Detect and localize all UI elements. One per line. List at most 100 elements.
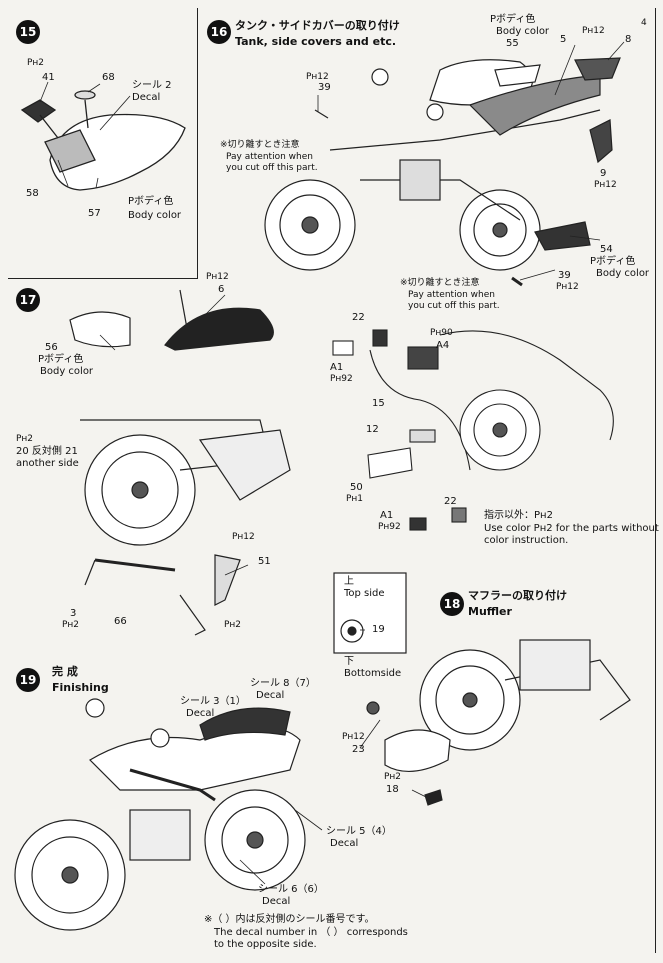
s16-ph12-c: Pн12 <box>594 180 617 190</box>
wiring-note-en1: Use color Pн2 for the parts without <box>484 523 659 534</box>
step-19-badge: 19 <box>16 668 40 692</box>
s16-note-en-b1: Pay attention when <box>408 290 495 300</box>
s18-ph12: Pн12 <box>342 732 365 742</box>
s17-body-jp: Pボディ色 <box>38 354 84 365</box>
s18-ph2: Pн2 <box>384 772 402 782</box>
s19-d5-jp: シール 5（4） <box>326 826 392 837</box>
s17-another-side: another side <box>16 458 79 469</box>
wiring-part-50: 50 <box>350 482 363 493</box>
s19-d8-jp: シール 8（7） <box>250 678 316 689</box>
s16-part-39b: 39 <box>558 270 571 281</box>
wiring-a1a: A1 <box>330 362 344 373</box>
s19-d5-en: Decal <box>330 838 359 849</box>
s16-body-jp-b: Pボディ色 <box>590 256 636 267</box>
s15-decal-jp: シール 2 <box>132 80 172 91</box>
s16-ph12-b: Pн12 <box>306 72 329 82</box>
s17-ph2-b: Pн2 <box>62 620 80 630</box>
s18-part-19: 19 <box>372 624 385 635</box>
wiring-drawing <box>332 329 614 531</box>
s15-decal-en: Decal <box>132 92 161 103</box>
s17-part-6: 6 <box>218 284 225 295</box>
wiring-ph92a: Pн92 <box>330 374 353 384</box>
wiring-part-22b: 22 <box>444 496 457 507</box>
s18-bottom-jp: 下 <box>344 656 354 667</box>
s16-note-jp-b: ※切り離すとき注意 <box>400 278 480 288</box>
s18-title-jp: マフラーの取り付け <box>468 589 567 602</box>
s15-part-41: 41 <box>42 72 55 83</box>
s19-d6-jp: シール 6（6） <box>258 884 324 895</box>
motorcycle-drawing-16 <box>264 57 621 287</box>
s19-d8-en: Decal <box>256 690 285 701</box>
s19-d6-en: Decal <box>262 896 291 907</box>
s16-part-8: 8 <box>625 34 632 45</box>
s15-body-jp: Pボディ色 <box>128 196 174 207</box>
wiring-ph90: Pн90 <box>430 328 453 338</box>
motorcycle-drawing-17 <box>69 289 291 636</box>
s17-ph12-a: Pн12 <box>206 272 229 282</box>
s16-part-39a: 39 <box>318 82 331 93</box>
page-number: 4 <box>641 18 647 28</box>
wiring-part-22a: 22 <box>352 312 365 323</box>
s16-part-54: 54 <box>600 244 613 255</box>
wiring-a1b: A1 <box>380 510 394 521</box>
s16-title-jp: タンク・サイドカバーの取り付け <box>235 19 400 32</box>
step-18-badge: 18 <box>440 592 464 616</box>
s15-part-57: 57 <box>88 208 101 219</box>
s15-part-68: 68 <box>102 72 115 83</box>
divider-horizontal-15 <box>8 278 198 279</box>
s16-body-en-b: Body color <box>596 268 650 279</box>
s17-part-56: 56 <box>45 342 58 353</box>
step-15-badge: 15 <box>16 20 40 44</box>
muffler-drawing-18 <box>333 572 631 806</box>
s19-note-jp: ※（ ）内は反対側のシール番号です。 <box>204 914 375 925</box>
s18-title-en: Muffler <box>468 605 512 618</box>
s16-note-en-a2: you cut off this part. <box>226 163 318 173</box>
wiring-note-en2: color instruction. <box>484 535 569 546</box>
s19-title-jp: 完 成 <box>52 665 78 678</box>
wiring-ph1: Pн1 <box>346 494 364 504</box>
s19-note-en1: The decal number in （ ） corresponds <box>214 927 408 938</box>
divider-vertical-top <box>197 8 198 278</box>
s16-ph12-a: Pн12 <box>582 26 605 36</box>
s17-part-51: 51 <box>258 556 271 567</box>
s19-d3-jp: シール 3（1） <box>180 696 246 707</box>
s16-note-en-a1: Pay attention when <box>226 152 313 162</box>
s16-note-en-b2: you cut off this part. <box>408 301 500 311</box>
motorcycle-drawing-19 <box>14 698 306 931</box>
wiring-a4: A4 <box>436 340 450 351</box>
s18-part-23: 23 <box>352 744 365 755</box>
step-17-badge: 17 <box>16 288 40 312</box>
s19-d3-en: Decal <box>186 708 215 719</box>
wiring-note-jp: 指示以外：Pн2 <box>484 510 553 521</box>
s19-title-en: Finishing <box>52 681 109 694</box>
s17-ph2-c: Pн2 <box>224 620 242 630</box>
s18-part-18: 18 <box>386 784 399 795</box>
s19-note-en2: to the opposite side. <box>214 939 317 950</box>
s16-part-5: 5 <box>560 34 567 45</box>
s16-part-9: 9 <box>600 168 607 179</box>
s16-note-jp-a: ※切り離すとき注意 <box>220 140 300 150</box>
wiring-part-15: 15 <box>372 398 385 409</box>
s16-title-en: Tank, side covers and etc. <box>235 35 397 48</box>
s17-ph12-b: Pн12 <box>232 532 255 542</box>
s18-bottom-en: Bottomside <box>344 668 402 679</box>
s15-body-en: Body color <box>128 210 182 221</box>
s17-part-3: 3 <box>70 608 77 619</box>
tank-drawing-15 <box>20 90 186 191</box>
step-16-badge: 16 <box>207 20 231 44</box>
s17-part-66: 66 <box>114 616 127 627</box>
s16-body-en-a: Body color <box>496 26 550 37</box>
wiring-part-12: 12 <box>366 424 379 435</box>
s15-ph2: Pн2 <box>27 58 45 68</box>
s17-part-20-21: 20 反対側 21 <box>16 446 78 457</box>
s16-ph12-d: Pн12 <box>556 282 579 292</box>
divider-vertical-right <box>655 8 656 953</box>
s15-part-58: 58 <box>26 188 39 199</box>
s16-part-55: 55 <box>506 38 519 49</box>
leader-lines <box>39 41 625 885</box>
s18-top-jp: 上 <box>344 576 354 587</box>
s18-top-en: Top side <box>344 588 385 599</box>
s17-body-en: Body color <box>40 366 94 377</box>
